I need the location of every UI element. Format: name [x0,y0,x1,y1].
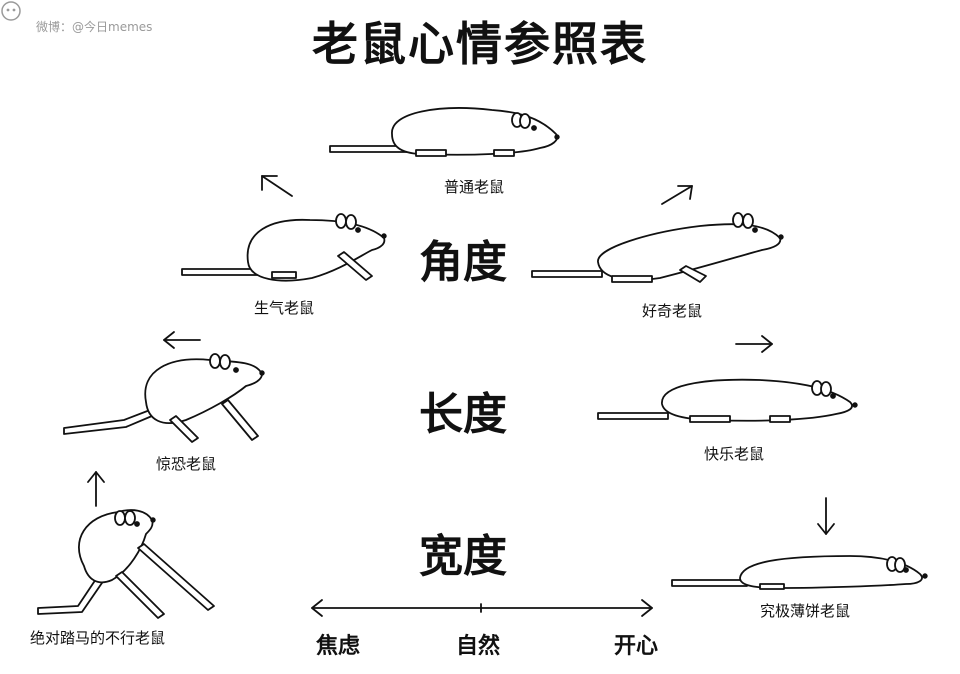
ear [345,214,357,230]
extreme-scared-mouse-drawing [37,509,215,619]
caption-scared-mouse: 惊恐老鼠 [156,455,217,473]
dimension-width: 宽度 [419,531,507,582]
scared-mouse-drawing [63,353,265,443]
nose [150,517,156,523]
tail [63,409,153,435]
scale-label-happy: 开心 [614,634,659,659]
eye [531,125,537,131]
leg [611,275,653,283]
ear [519,113,531,129]
caption-pancake-mouse: 究极薄饼老鼠 [760,602,851,620]
arrow-right-icon [735,335,773,353]
leg [689,415,731,423]
tail [597,412,669,420]
tail [37,575,105,615]
eye [903,567,909,573]
leg [415,149,447,157]
ear [124,510,136,526]
arrow-up-left-icon [261,175,293,197]
arrow-up-right-icon [661,185,693,205]
scale-right-arrow-icon [641,599,653,617]
curious-mouse-drawing [531,212,784,283]
eye [233,367,239,373]
pancake-mouse-drawing [671,555,928,590]
tail [531,270,603,278]
body [391,107,558,156]
body [246,218,386,282]
scale-label-anxious: 焦虑 [316,634,361,659]
scale-left-arrow-icon [311,599,323,617]
page-title: 老鼠心情参照表 [312,17,648,71]
eye [830,393,836,399]
normal-mouse-drawing [329,107,560,157]
arrow-left-icon [163,331,201,349]
nose [381,233,387,239]
ear [114,510,126,526]
nose [778,234,784,240]
dimension-length: 长度 [419,389,507,440]
ear [219,354,231,370]
leg [271,271,297,279]
leg [769,415,791,423]
ear [742,213,754,229]
leg [679,265,707,283]
caption-curious-mouse: 好奇老鼠 [642,302,703,320]
body [597,223,782,281]
nose [554,134,560,140]
caption-angry-mouse: 生气老鼠 [254,299,315,317]
arrow-down-icon [817,497,835,535]
ear [209,353,221,369]
happy-mouse-drawing [597,378,858,423]
nose [922,573,928,579]
watermark: 微博：@今日memes [36,20,153,34]
leg [115,571,165,619]
angry-mouse-drawing [181,213,387,282]
watermark-logo-icon [1,1,21,21]
tail [181,268,258,276]
nose [852,402,858,408]
ear [894,557,906,573]
leg [337,251,373,281]
caption-happy-mouse: 快乐老鼠 [704,445,765,463]
scale-label-natural: 自然 [456,634,501,659]
tail [671,579,748,587]
leg [493,149,515,157]
caption-extreme-scared-mouse: 绝对踏马的不行老鼠 [30,629,166,647]
eye [134,521,140,527]
leg [137,543,215,611]
eye [355,227,361,233]
mood-scale [311,599,653,617]
nose [259,370,265,376]
ear [820,381,832,397]
direction-arrows [87,175,835,535]
ear [335,213,347,229]
dimension-angle: 角度 [419,237,507,288]
arrow-up-icon [87,471,105,507]
leg [169,415,199,443]
leg [221,399,259,441]
body [78,509,154,584]
eye [752,227,758,233]
caption-normal-mouse: 普通老鼠 [444,178,505,196]
body [144,358,263,424]
ear [732,212,744,228]
leg [759,583,785,590]
